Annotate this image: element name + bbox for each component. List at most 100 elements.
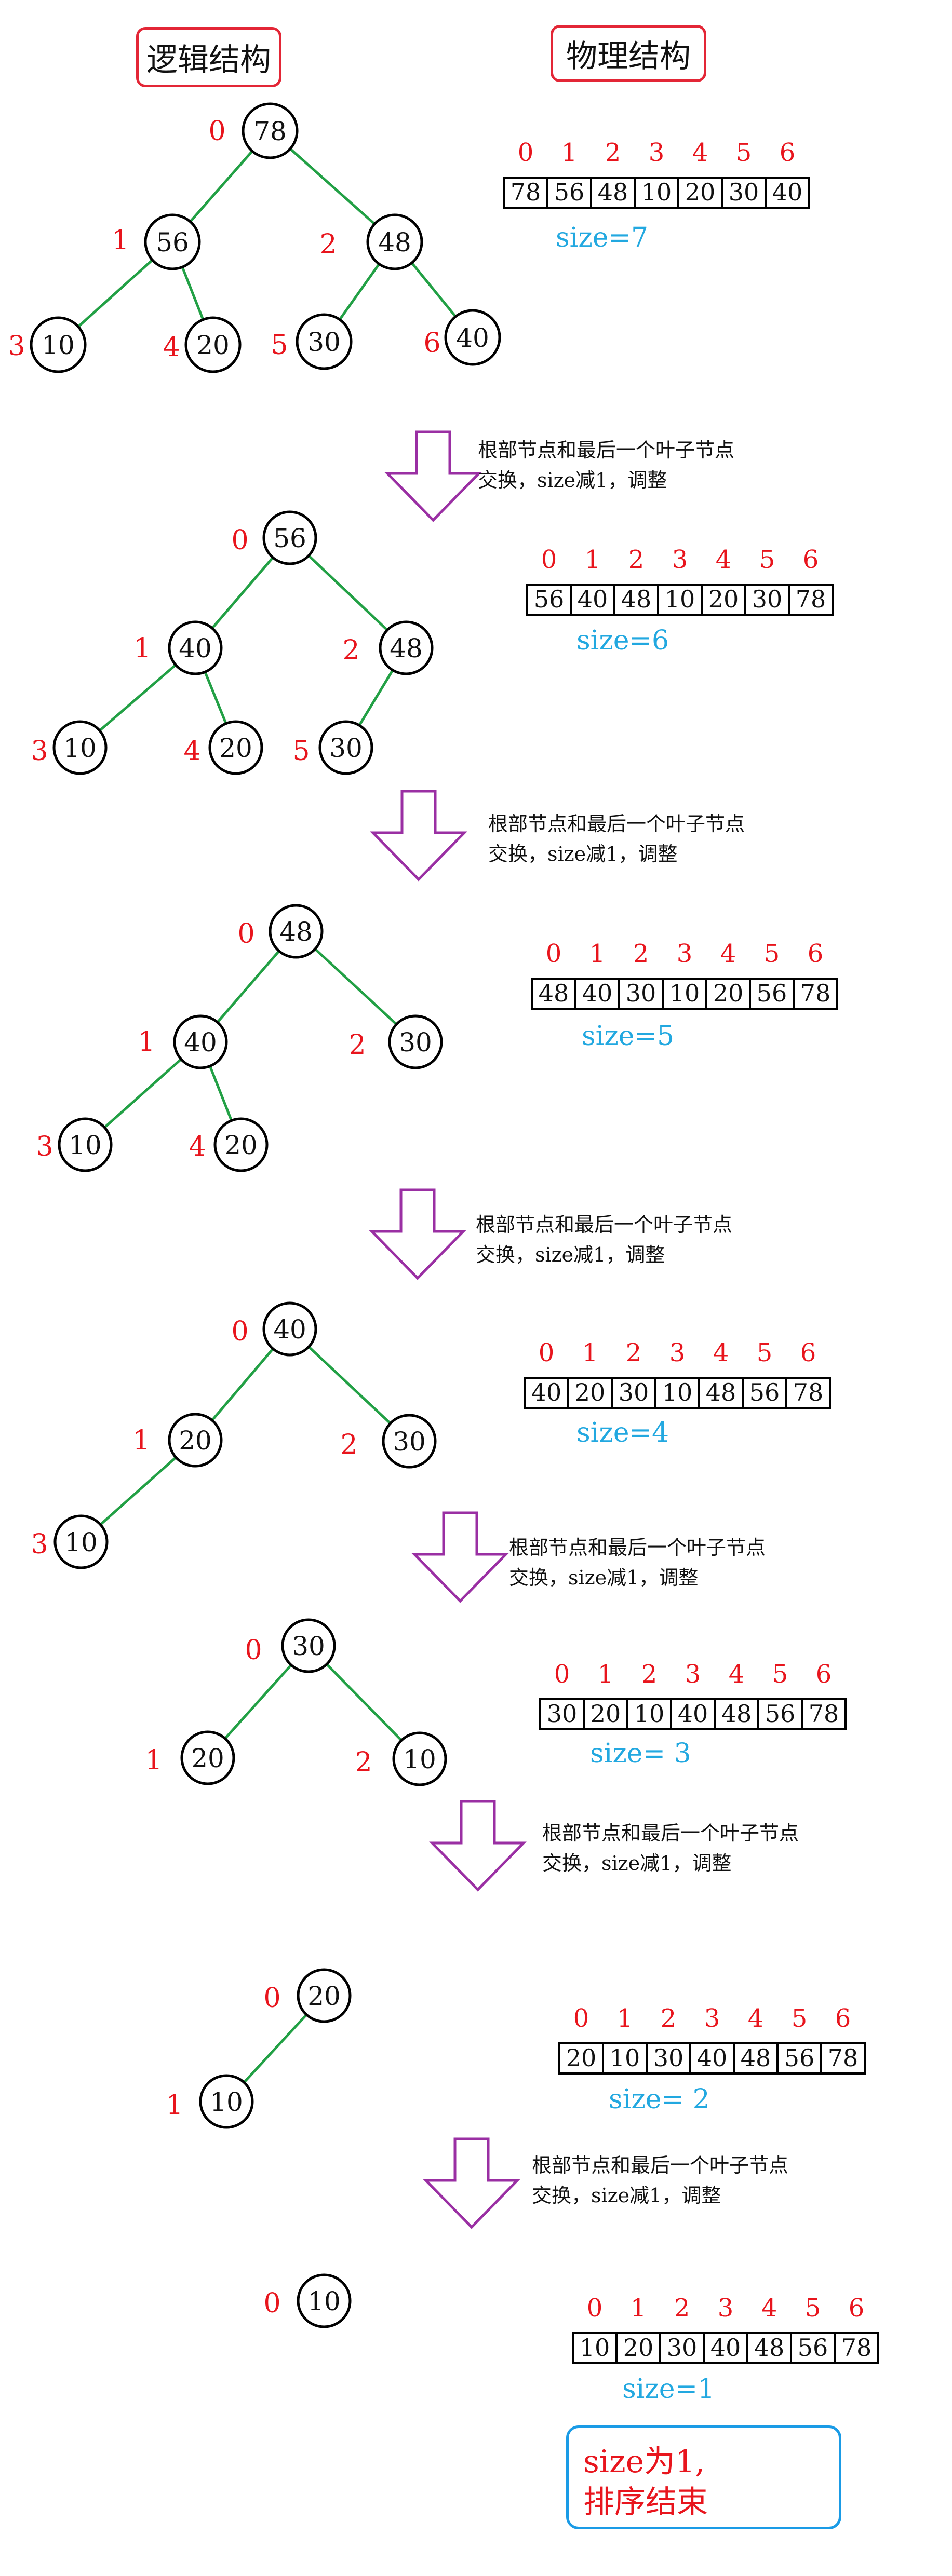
tree-node <box>180 1730 235 1785</box>
array-cell <box>793 978 838 1010</box>
tree-node <box>269 904 324 959</box>
array-index: 4 <box>713 1338 729 1367</box>
tree-node-value: 10 <box>42 330 75 360</box>
array-cell <box>721 177 767 209</box>
array-index: 3 <box>669 1338 686 1367</box>
tree-node <box>444 309 501 366</box>
array-value: 48 <box>598 178 628 206</box>
tree-node <box>262 510 317 565</box>
tree-node-value: 20 <box>219 733 252 763</box>
tree-node-index: 1 <box>112 225 129 256</box>
tree-node <box>297 1968 352 2023</box>
size-label: size= 2 <box>609 2084 710 2115</box>
tree-edge <box>358 669 394 726</box>
array-index: 6 <box>816 1660 832 1689</box>
array-value: 48 <box>706 1378 736 1406</box>
step-note: 根部节点和最后一个叶子节点交换，size减1，调整 <box>509 1533 766 1593</box>
tree-node-value: 30 <box>292 1631 325 1661</box>
array-value: 48 <box>539 979 569 1007</box>
logical-structure-label: 逻辑结构 <box>146 42 271 78</box>
array-value: 10 <box>669 979 700 1007</box>
array-index: 3 <box>718 2294 734 2323</box>
array-cell <box>801 1698 847 1730</box>
array-value: 40 <box>710 2334 741 2362</box>
down-arrow-icon <box>411 1511 509 1603</box>
array-cell <box>539 1698 585 1730</box>
tree-node-value: 40 <box>184 1027 217 1057</box>
array-index: 0 <box>518 138 534 167</box>
tree-node-index: 1 <box>132 1425 150 1456</box>
array-index: 3 <box>672 545 688 574</box>
array-cell <box>670 1698 716 1730</box>
tree-node <box>318 720 373 775</box>
size-label: size=1 <box>622 2374 715 2405</box>
array-index: 5 <box>772 1660 788 1689</box>
array-value: 56 <box>757 979 787 1007</box>
array-value: 10 <box>665 585 695 613</box>
logical-structure-header: 逻辑结构 <box>136 27 281 87</box>
array-value: 20 <box>708 585 739 613</box>
tree-node-index: 4 <box>183 736 200 767</box>
array-cell <box>524 1377 569 1409</box>
array-cell <box>765 177 810 209</box>
tree-node-index: 2 <box>340 1429 357 1460</box>
tree-edge <box>289 147 376 225</box>
step-note-line-2: 交换，size减1，调整 <box>488 843 678 865</box>
array-index: 1 <box>598 1660 614 1689</box>
array-value: 30 <box>667 2334 698 2362</box>
tree-node-value: 30 <box>329 733 363 763</box>
array-value: 30 <box>619 1378 649 1406</box>
tree-node-value: 56 <box>273 523 306 553</box>
array-value: 40 <box>531 1378 562 1406</box>
tree-node <box>168 1413 223 1468</box>
array-cell <box>657 584 703 616</box>
array-index: 2 <box>641 1660 658 1689</box>
tree-node-index: 3 <box>8 331 25 362</box>
tree-node-index: 0 <box>263 1983 280 2014</box>
array-index: 0 <box>546 939 562 968</box>
tree-node-index: 4 <box>189 1131 206 1162</box>
array-cell <box>558 2042 604 2075</box>
tree-node-index: 5 <box>271 330 288 361</box>
tree-node-value: 30 <box>399 1027 432 1057</box>
step-note: 根部节点和最后一个叶子节点交换，size减1，调整 <box>542 1818 799 1878</box>
tree-edge <box>224 1664 292 1740</box>
tree-node-index: 0 <box>237 918 254 950</box>
array-value: 20 <box>713 979 744 1007</box>
tree-node <box>392 1731 447 1786</box>
tree-node-value: 30 <box>307 327 341 357</box>
array-cell <box>531 978 576 1010</box>
array-index: 2 <box>661 2004 677 2033</box>
physical-structure-header: 物理结构 <box>551 25 706 82</box>
array-index: 5 <box>757 1338 773 1367</box>
array-cell <box>626 1698 672 1730</box>
tree-node-value: 10 <box>403 1744 436 1774</box>
tree-node-value: 48 <box>390 633 423 663</box>
array-index: 0 <box>539 1338 555 1367</box>
step-note: 根部节点和最后一个叶子节点交换，size减1，调整 <box>478 435 734 495</box>
tree-node <box>213 1117 269 1172</box>
array-cell <box>788 584 834 616</box>
tree-edge <box>211 1348 274 1421</box>
array-index: 0 <box>587 2294 603 2323</box>
array-cell <box>634 177 679 209</box>
step-note: 根部节点和最后一个叶子节点交换，size减1，调整 <box>476 1210 732 1270</box>
array-value: 10 <box>634 1700 665 1728</box>
array-index: 2 <box>626 1338 642 1367</box>
array-index: 4 <box>761 2294 777 2323</box>
tree-node-index: 0 <box>263 2288 280 2319</box>
array-value: 48 <box>621 585 652 613</box>
array-cell <box>659 2332 705 2364</box>
tree-node <box>242 102 299 159</box>
down-arrow-icon <box>423 2137 520 2229</box>
array-value: 20 <box>623 2334 654 2362</box>
array-cell <box>654 1377 700 1409</box>
tree-node-index: 2 <box>355 1747 372 1778</box>
tree-edge <box>99 663 177 732</box>
array-index: 2 <box>674 2294 690 2323</box>
tree-node-index: 2 <box>348 1029 366 1061</box>
array-index: 0 <box>554 1660 570 1689</box>
tree-edge <box>204 671 227 724</box>
tree-node-index: 0 <box>231 1316 248 1347</box>
